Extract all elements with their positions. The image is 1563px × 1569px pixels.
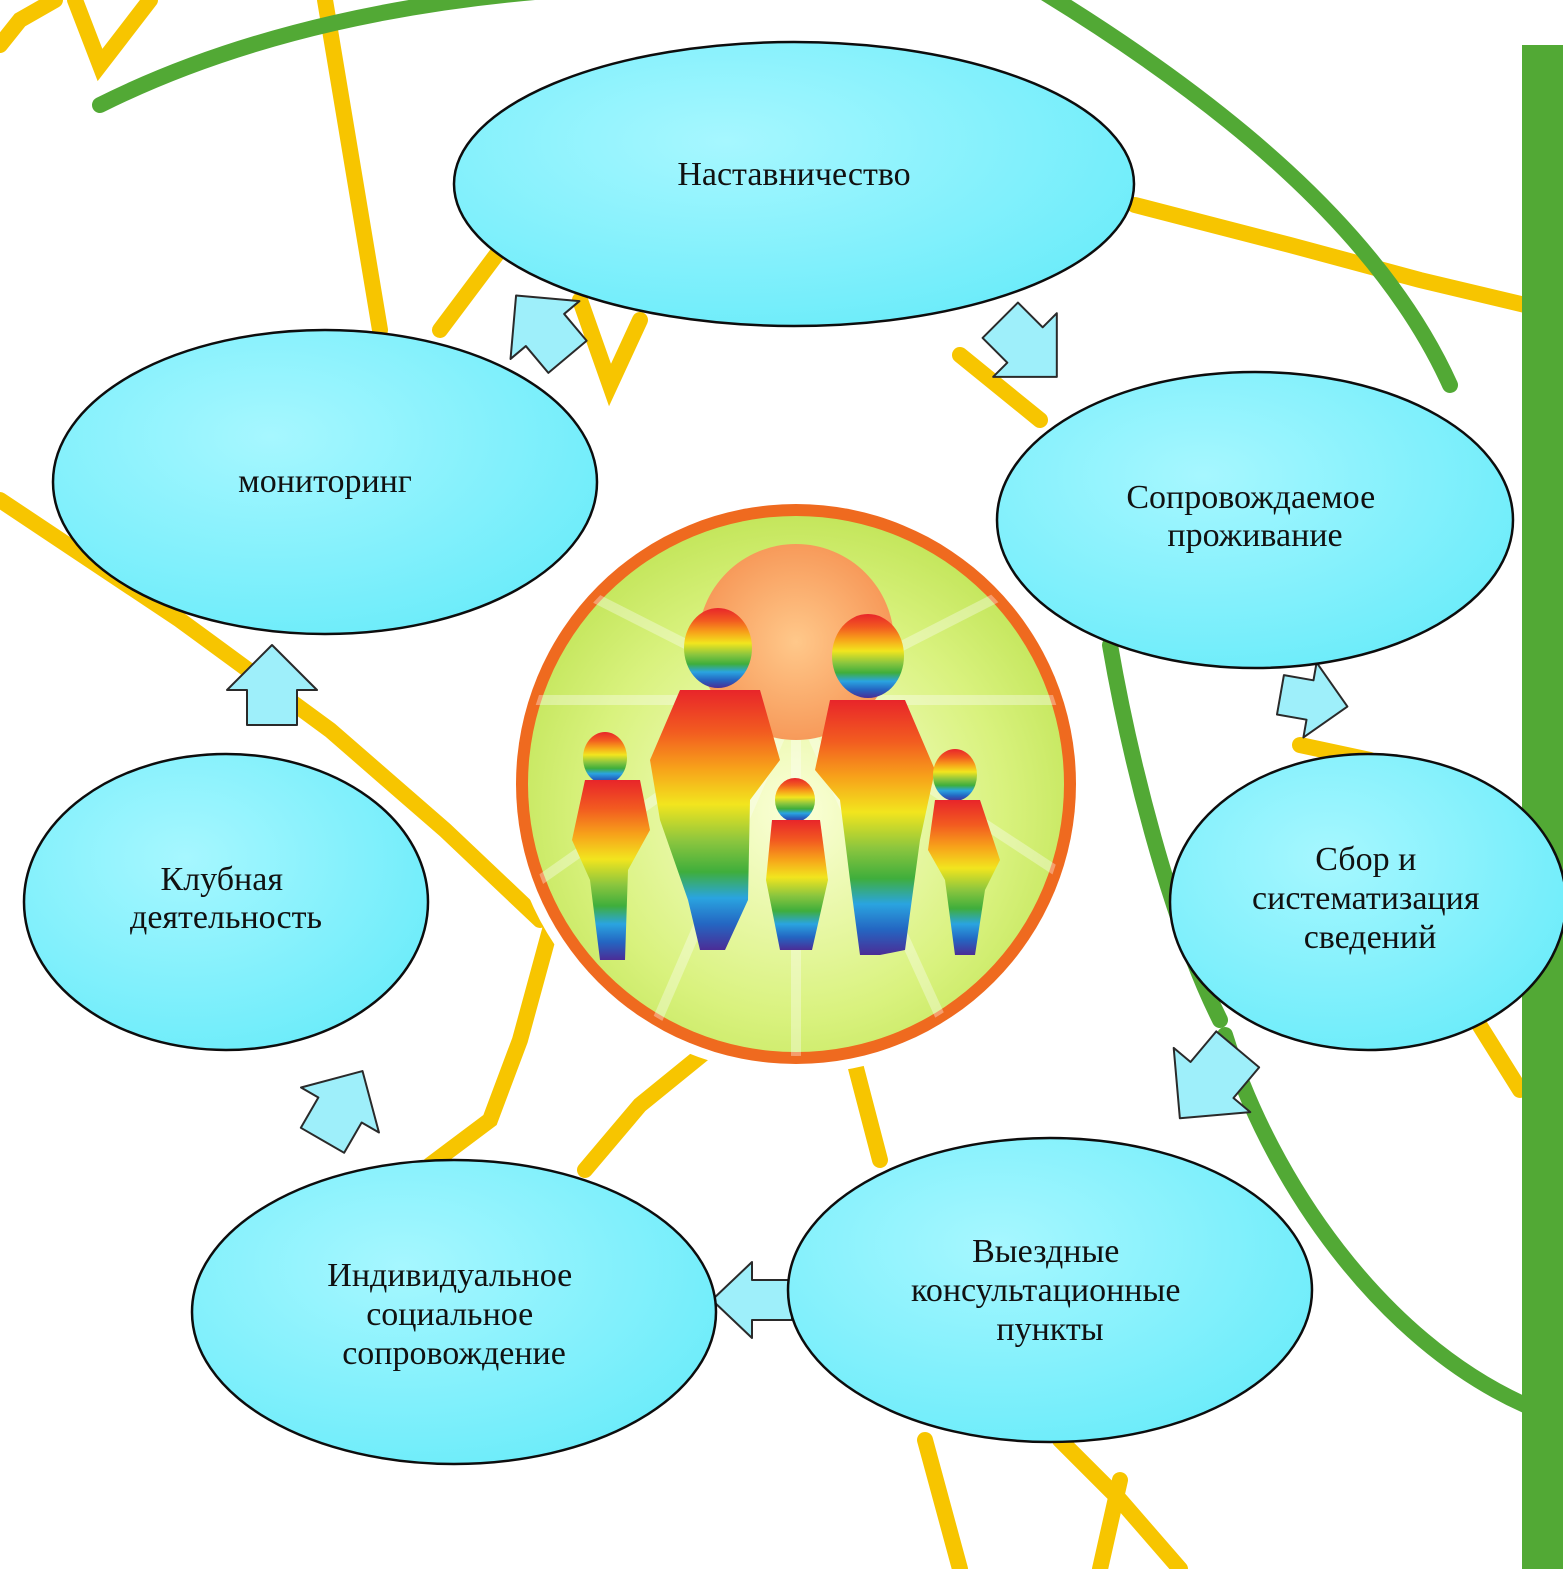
node-individual-support: Индивидуальное социальное сопровождение — [190, 1158, 718, 1466]
node-line: деятельность — [130, 899, 322, 936]
family-emblem — [506, 494, 1086, 1074]
node-line: Сбор и — [1315, 841, 1416, 878]
node-line: мониторинг — [238, 463, 412, 500]
node-line: сопровождение — [342, 1335, 566, 1372]
node-line: Выездные — [972, 1233, 1119, 1270]
node-field-consult: Выездные консультационные пункты — [786, 1136, 1314, 1444]
node-line: пункты — [996, 1311, 1103, 1348]
node-line: Клубная — [161, 861, 284, 898]
node-data-collection: Сбор и систематизация сведений — [1168, 752, 1563, 1052]
node-line: консультационные — [911, 1272, 1180, 1309]
process-nodes: Наставничество Сопровождаемое проживание… — [22, 40, 1563, 1466]
cycle-arrows — [226, 294, 1349, 1339]
node-line: сведений — [1304, 919, 1437, 956]
node-line: проживание — [1167, 517, 1342, 554]
node-mentoring: Наставничество — [452, 40, 1136, 328]
node-line: Наставничество — [677, 156, 910, 193]
arrow-individual-to-club — [299, 1070, 380, 1154]
node-club-activity-label: Клубная деятельность — [130, 861, 322, 936]
arrow-club-to-monitoring — [226, 644, 318, 726]
arrow-living-to-data — [1275, 661, 1349, 739]
node-mentoring-label: Наставничество — [677, 156, 910, 193]
node-field-consult-label: Выездные консультационные пункты — [911, 1233, 1189, 1348]
node-individual-support-label: Индивидуальное социальное сопровождение — [327, 1257, 580, 1372]
node-monitoring: мониторинг — [51, 328, 599, 636]
arrow-mentoring-to-living — [981, 301, 1058, 378]
arrow-monitoring-to-mentoring — [509, 294, 588, 374]
node-club-activity: Клубная деятельность — [22, 752, 430, 1052]
node-line: социальное — [366, 1296, 533, 1333]
node-data-collection-label: Сбор и систематизация сведений — [1252, 841, 1488, 956]
node-supported-living: Сопровождаемое проживание — [995, 370, 1515, 670]
family-silhouette-icon — [572, 608, 1000, 960]
node-line: Сопровождаемое — [1126, 479, 1375, 516]
node-line: систематизация — [1252, 880, 1480, 917]
arrow-data-to-consult — [1172, 1030, 1261, 1120]
arrow-consult-to-individual — [711, 1261, 793, 1339]
node-line: Индивидуальное — [327, 1257, 572, 1294]
node-supported-living-label: Сопровождаемое проживание — [1126, 479, 1383, 554]
right-green-bar — [1522, 45, 1563, 1569]
node-monitoring-label: мониторинг — [238, 463, 412, 500]
